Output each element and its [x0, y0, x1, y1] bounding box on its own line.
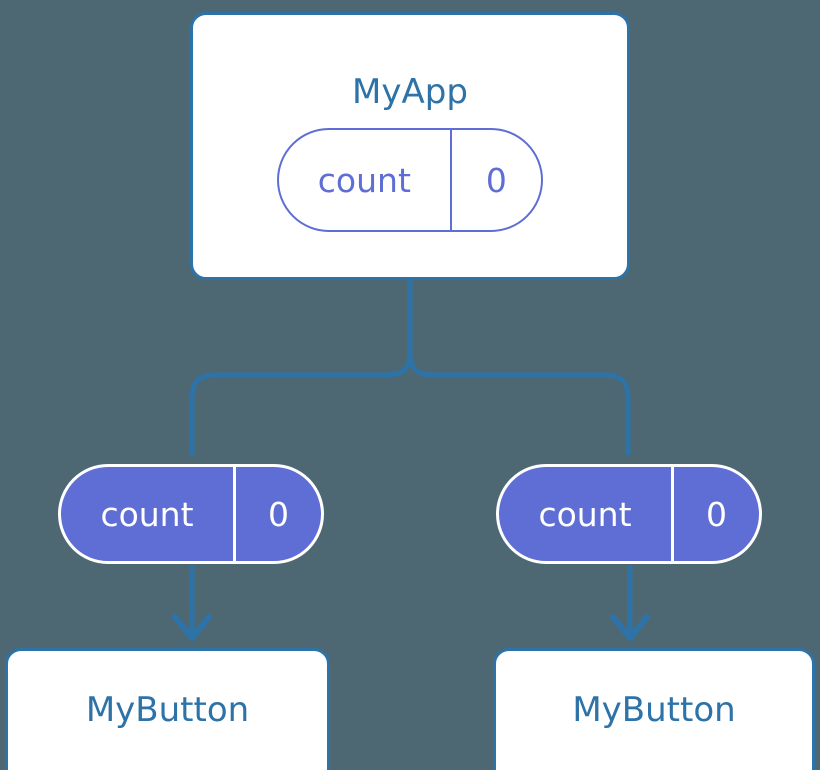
state-value-child-right: 0: [671, 467, 759, 561]
state-pill-child-left[interactable]: count 0: [58, 464, 324, 564]
arrow-head-right: [610, 614, 650, 641]
state-key-child-right: count: [538, 494, 632, 534]
state-pill-child-right[interactable]: count 0: [496, 464, 762, 564]
component-title-child-left: MyButton: [85, 690, 250, 730]
component-box-child-right[interactable]: MyButton: [493, 648, 815, 770]
state-key-root: count: [317, 160, 411, 200]
arrow-head-left: [172, 614, 212, 641]
component-title-root: MyApp: [352, 72, 468, 112]
state-pill-root[interactable]: count 0: [277, 128, 543, 232]
component-box-child-left[interactable]: MyButton: [5, 648, 330, 770]
connector-fork-right: [407, 351, 631, 455]
state-value-child-left: 0: [233, 467, 321, 561]
state-key-child-left: count: [100, 494, 194, 534]
state-value-root: 0: [449, 130, 541, 230]
connector-fork-left: [189, 351, 413, 455]
component-title-child-right: MyButton: [572, 690, 736, 730]
